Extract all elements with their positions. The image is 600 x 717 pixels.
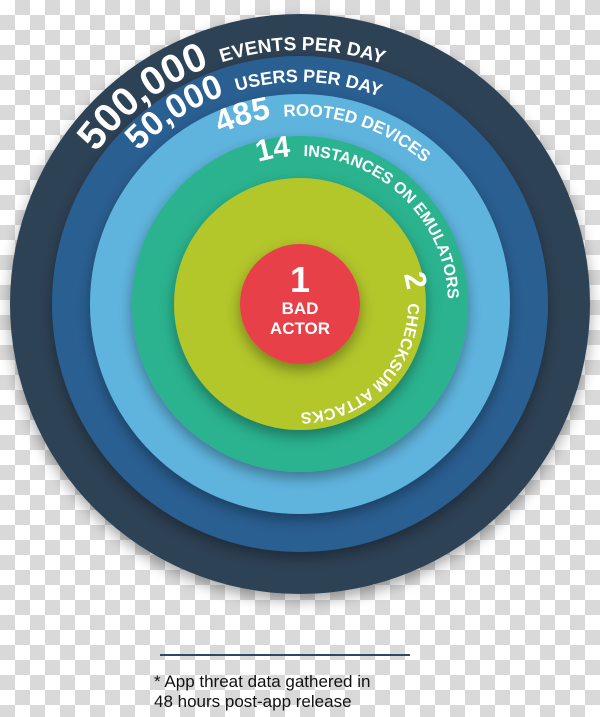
footnote: * App threat data gathered in 48 hours p… bbox=[154, 672, 454, 712]
core-label-line2: ACTOR bbox=[270, 319, 330, 338]
footnote-line-1: * App threat data gathered in bbox=[154, 672, 371, 691]
footnote-line-2: 48 hours post-app release bbox=[154, 692, 352, 711]
footnote-divider bbox=[160, 654, 410, 656]
ring-checksum-number: 2 bbox=[397, 269, 433, 292]
core-bad-actor bbox=[240, 244, 360, 364]
ring-emulators-number: 14 bbox=[252, 130, 292, 168]
core-number: 1 bbox=[290, 259, 310, 300]
core-label-line1: BAD bbox=[282, 299, 319, 318]
